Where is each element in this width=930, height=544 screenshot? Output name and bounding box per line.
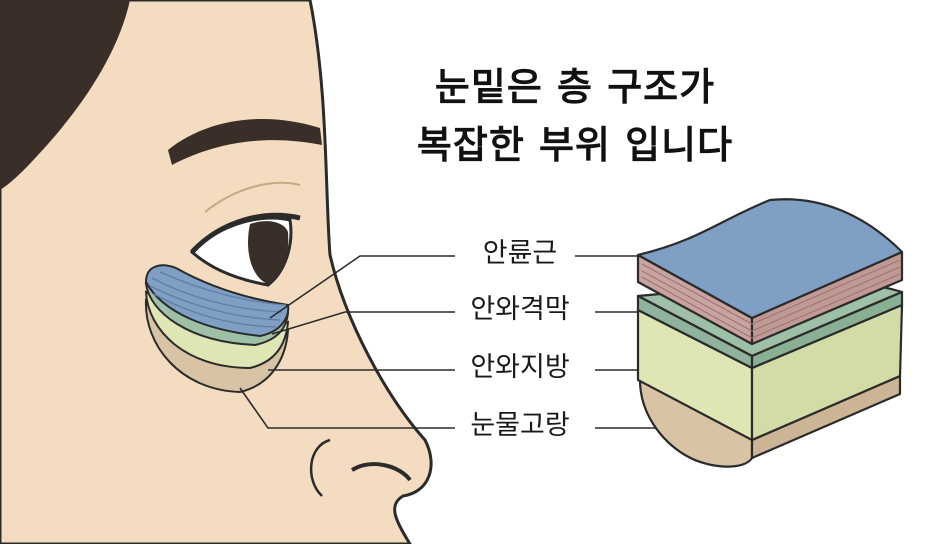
leader-line-trough-face	[239, 387, 455, 429]
leader-line-septum-face	[271, 311, 455, 335]
under-eye-layers	[144, 264, 290, 394]
muscle-fiber	[153, 293, 277, 328]
face-profile	[0, 0, 433, 544]
nose-wing	[309, 438, 331, 497]
muscle-block-fiber	[641, 273, 901, 339]
leader-line-muscle-face	[269, 255, 455, 319]
layer-block-diagram	[636, 198, 904, 468]
block-muscle-top	[636, 198, 904, 320]
nostril-line	[350, 462, 412, 482]
title-line-1: 눈밑은 층 구조가	[434, 65, 716, 109]
muscle-block-fiber	[641, 259, 901, 325]
block-septum-side	[750, 290, 904, 370]
muscle-fiber	[159, 271, 287, 306]
muscle-fiber	[149, 285, 281, 321]
layer-label-fat: 안와지방	[470, 352, 570, 383]
layer-label-septum: 안와격막	[470, 294, 570, 325]
muscle-block-fiber	[641, 266, 901, 332]
title-line-2: 복잡한 부위 입니다	[416, 123, 734, 167]
layer-label-tear-trough: 눈물고랑	[470, 410, 570, 441]
eyelid-crease	[204, 181, 301, 213]
layer-label-muscle: 안륜근	[482, 238, 558, 269]
face-skin	[0, 0, 433, 544]
eye-iris	[248, 221, 289, 284]
eyebrow	[168, 119, 322, 165]
muscle-fiber	[151, 277, 283, 313]
upper-lid-line	[190, 212, 301, 254]
hair	[0, 0, 130, 190]
